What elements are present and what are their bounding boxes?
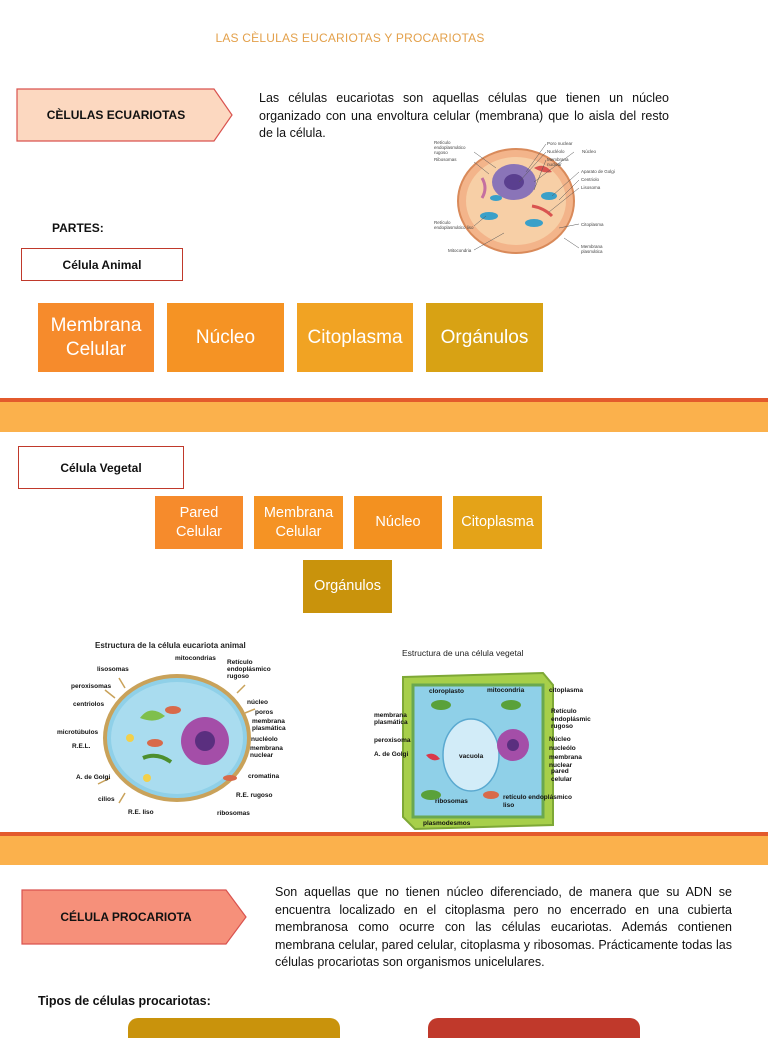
label-membrana-plasmatica-animal: membrana plasmática bbox=[252, 718, 286, 732]
label-ribosomas-vegetal: ribosomas bbox=[435, 798, 468, 805]
label-peroxisoma: peroxisoma bbox=[374, 737, 411, 744]
animal-cell-diagram: Estructura de la célula eucariota animal… bbox=[55, 638, 300, 830]
tile-organulos: Orgánulos bbox=[426, 303, 543, 372]
label-pared-celular: pared celular bbox=[551, 768, 572, 783]
eucariotas-description: Las células eucariotas son aquellas célu… bbox=[259, 91, 669, 140]
eucariotas-arrow-label: CÈLULAS ECUARIOTAS bbox=[16, 88, 234, 142]
label-nucleolo-animal: nucléolo bbox=[251, 736, 278, 743]
label-nucleo: Núcleo bbox=[582, 149, 597, 154]
tile-membrana-celular: Membrana Celular bbox=[38, 303, 154, 372]
label-citoplasma-vegetal: citoplasma bbox=[549, 687, 583, 694]
label-rer-animal: Retículo endoplásmico rugoso bbox=[227, 659, 271, 680]
procariota-description: Son aquellas que no tienen núcleo difere… bbox=[275, 885, 732, 969]
procariota-arrow-label: CÉLULA PROCARIOTA bbox=[21, 889, 248, 945]
label-cilios: cilios bbox=[98, 796, 115, 803]
partes-label: PARTES: bbox=[52, 221, 104, 235]
label-cloroplasto: cloroplasto bbox=[429, 688, 465, 695]
label-cromatina: cromatina bbox=[248, 773, 280, 780]
tipo-tile-2 bbox=[428, 1018, 640, 1038]
label-centriolos: centriolos bbox=[73, 701, 105, 708]
tile-pared-celular: Pared Celular bbox=[155, 496, 243, 549]
label-membrana-nuclear: Membrana nuclear bbox=[547, 157, 569, 167]
label-golgi-vegetal: A. de Golgi bbox=[374, 751, 409, 758]
procariota-label: CÉLULA PROCARIOTA bbox=[60, 910, 192, 924]
label-nucleolo: Nucléolo bbox=[547, 149, 565, 154]
label-re-liso: R.E. liso bbox=[128, 809, 154, 816]
label-ribosomas: Ribosomas bbox=[434, 157, 457, 162]
label-poros: poros bbox=[255, 709, 274, 716]
label-golgi-animal: A. de Golgi bbox=[76, 774, 111, 781]
label-membrana-nuclear-animal: membrana nuclear bbox=[250, 745, 283, 759]
band-separator-2 bbox=[0, 836, 768, 865]
arrow-shape-procariota bbox=[21, 889, 247, 945]
eucariotas-label: CÈLULAS ECUARIOTAS bbox=[46, 108, 186, 122]
label-rel: Retículo endoplasmático liso bbox=[434, 220, 474, 230]
label-ribosomas-animal: ribosomas bbox=[217, 810, 250, 817]
label-lisosomas: lisosomas bbox=[97, 666, 129, 673]
label-rel-animal: R.E.L. bbox=[72, 743, 91, 750]
tile-citoplasma-vegetal: Citoplasma bbox=[453, 496, 542, 549]
label-membrana-plasmatica-vegetal: membrana plasmática bbox=[374, 712, 408, 726]
label-plasmodesmos: plasmodesmos bbox=[423, 820, 471, 827]
tile-membrana-celular-vegetal: Membrana Celular bbox=[254, 496, 343, 549]
tipo-tile-1 bbox=[128, 1018, 340, 1038]
tile-organulos-vegetal: Orgánulos bbox=[303, 560, 392, 613]
arrow-shape bbox=[16, 88, 233, 142]
label-peroxisomas: peroxisomas bbox=[71, 683, 112, 690]
label-nucleolo-vegetal: nucleólo bbox=[549, 745, 576, 752]
label-nucleo-vegetal: Núcleo bbox=[549, 736, 571, 743]
plant-cell-diagram: Estructura de una célula vegetal cloropl… bbox=[371, 645, 593, 833]
label-microtubulos: microtúbulos bbox=[57, 729, 99, 736]
label-mitocondria: Mitocondria bbox=[448, 248, 472, 253]
celula-animal-box: Célula Animal bbox=[21, 248, 183, 281]
label-rer-vegetal: Retículo endoplásmic rugoso bbox=[551, 708, 591, 730]
label-membrana-nuclear-vegetal: membrana nuclear bbox=[549, 754, 582, 769]
tile-citoplasma: Citoplasma bbox=[297, 303, 413, 372]
animal-diagram-title: Estructura de la célula eucariota animal bbox=[95, 641, 246, 650]
celula-vegetal-box: Célula Vegetal bbox=[18, 446, 184, 489]
label-nucleo-animal: núcleo bbox=[247, 699, 268, 706]
tile-nucleo-vegetal: Núcleo bbox=[354, 496, 442, 549]
label-rel-vegetal: retículo endoplásmico liso bbox=[503, 794, 572, 809]
label-lisosoma: Lisosoma bbox=[581, 185, 601, 190]
label-re-rugoso: R.E. rugoso bbox=[236, 792, 273, 799]
tile-nucleo: Núcleo bbox=[167, 303, 284, 372]
band-line bbox=[0, 398, 768, 402]
label-golgi: Aparato de Golgi bbox=[581, 169, 615, 174]
label-mitocondria-vegetal: mitocondria bbox=[487, 687, 525, 694]
label-centriolo: Centriolo bbox=[581, 177, 600, 182]
band-line-2 bbox=[0, 832, 768, 836]
label-rer: Retículo endoplasmático rugoso bbox=[434, 140, 466, 155]
label-mitocondrias: mitocondrias bbox=[175, 655, 216, 662]
page-title: LAS CÈLULAS EUCARIOTAS Y PROCARIOTAS bbox=[215, 31, 485, 45]
band-separator bbox=[0, 402, 768, 432]
cell-diagram-small: Retículo endoplasmático rugoso Ribosomas… bbox=[434, 138, 624, 262]
label-citoplasma: Citoplasma bbox=[581, 222, 604, 227]
vegetal-diagram-title: Estructura de una célula vegetal bbox=[402, 648, 524, 658]
tipos-label: Tipos de células procariotas: bbox=[38, 994, 211, 1008]
label-poro-nuclear: Poro nuclear bbox=[547, 141, 573, 146]
label-membrana-plasmatica: Membrana plasmática bbox=[581, 244, 603, 254]
label-vacuola: vacuola bbox=[459, 753, 484, 760]
